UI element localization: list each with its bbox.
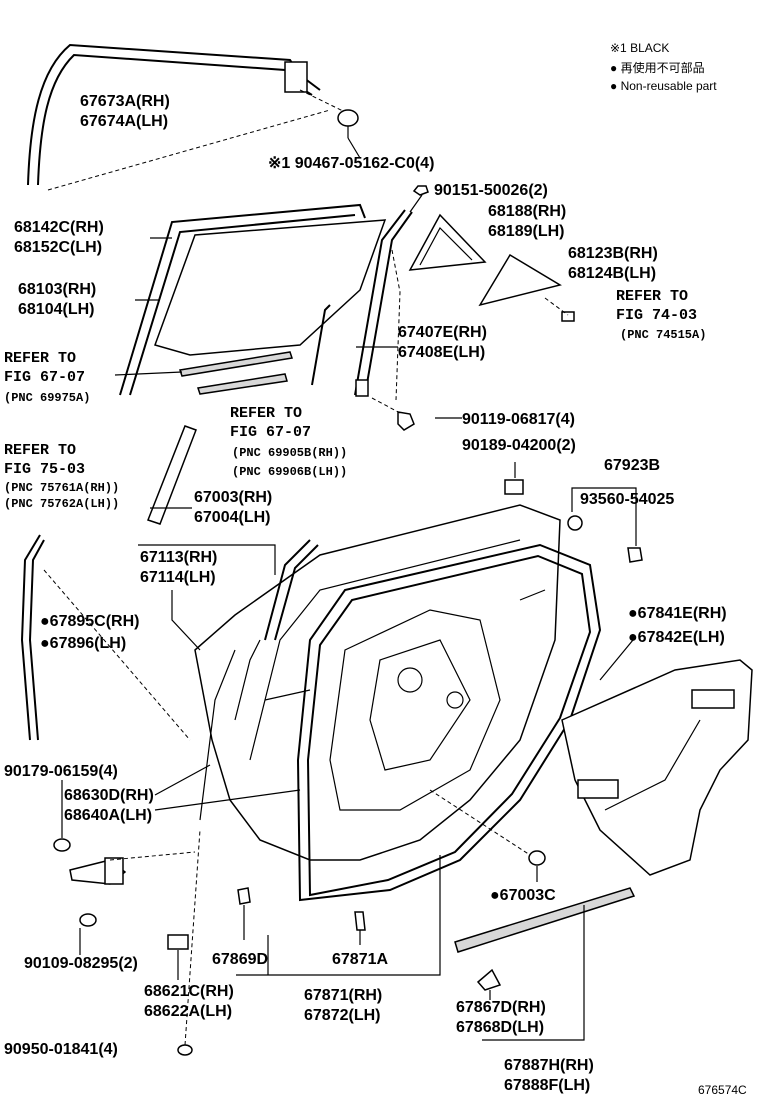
part-67869D: 67869D bbox=[212, 951, 269, 968]
hole-plug bbox=[504, 462, 524, 495]
part-67923B: 67923B bbox=[604, 457, 661, 474]
part-67003: 67003(RH) bbox=[194, 489, 273, 506]
door-edge-weatherstrip bbox=[20, 534, 191, 741]
part-68630D: 68630D(RH) bbox=[64, 787, 154, 804]
division-bar bbox=[311, 304, 331, 386]
part-67896: ●67896(LH) bbox=[40, 635, 127, 652]
part-68124B: 68124B(LH) bbox=[568, 265, 657, 282]
door-opening-weatherstrip bbox=[296, 543, 602, 902]
part-67673A: 67673A(RH) bbox=[80, 93, 170, 110]
refer-fig67a-pnc: (PNC 69975A) bbox=[4, 391, 91, 405]
part-93560: 93560-54025 bbox=[580, 491, 675, 508]
figure-code: 676574C bbox=[698, 1083, 747, 1097]
belt-moulding bbox=[114, 351, 293, 395]
refer-fig75-pnc-rh: (PNC 75761A(RH)) bbox=[4, 481, 120, 495]
quarter-glass bbox=[478, 253, 575, 322]
part-68123B: 68123B(RH) bbox=[568, 245, 658, 262]
bolt-90109 bbox=[79, 913, 97, 955]
part-67003C: ●67003C bbox=[490, 887, 556, 904]
plug-90950 bbox=[177, 829, 201, 1056]
refer-fig74-pnc: (PNC 74515A) bbox=[620, 328, 707, 342]
part-67114: 67114(LH) bbox=[140, 569, 216, 586]
part-67841E: ●67841E(RH) bbox=[628, 605, 727, 622]
refer-fig67b-pnc-lh: (PNC 69906B(LH)) bbox=[232, 465, 348, 479]
lower-door-moulding bbox=[454, 887, 636, 1000]
refer-fig74-line1: REFER TO bbox=[616, 288, 689, 305]
part-90151: 90151-50026(2) bbox=[434, 182, 548, 199]
part-68640A: 68640A(LH) bbox=[64, 807, 153, 824]
screw-90151 bbox=[409, 185, 429, 213]
part-68152C: 68152C(LH) bbox=[14, 239, 103, 256]
part-90119: 90119-06817(4) bbox=[462, 411, 575, 428]
part-67895C: ●67895C(RH) bbox=[40, 613, 140, 630]
refer-fig67b-line2: FIG 67-07 bbox=[230, 424, 312, 441]
part-68103: 68103(RH) bbox=[18, 281, 97, 298]
glass-run bbox=[264, 539, 319, 641]
part-67674A: 67674A(LH) bbox=[80, 113, 169, 130]
part-68188: 68188(RH) bbox=[488, 203, 567, 220]
part-67887H: 67887H(RH) bbox=[504, 1057, 594, 1074]
part-67871: 67871(RH) bbox=[304, 987, 383, 1004]
part-90189: 90189-04200(2) bbox=[462, 437, 576, 454]
part-67888F: 67888F(LH) bbox=[504, 1077, 591, 1094]
retainer-93560 bbox=[567, 487, 643, 563]
plug-67003C bbox=[429, 789, 546, 882]
part-90950: 90950-01841(4) bbox=[4, 1041, 118, 1058]
screw-90179 bbox=[53, 780, 71, 852]
part-68621C: 68621C(RH) bbox=[144, 983, 234, 1000]
part-68189: 68189(LH) bbox=[488, 223, 565, 240]
part-67872: 67872(LH) bbox=[304, 1007, 381, 1024]
refer-fig67a-line1: REFER TO bbox=[4, 350, 77, 367]
refer-fig74-line2: FIG 74-03 bbox=[616, 307, 698, 324]
part-67842E: ●67842E(LH) bbox=[628, 629, 725, 646]
part-90179: 90179-06159(4) bbox=[4, 763, 118, 780]
part-68622A: 68622A(LH) bbox=[144, 1003, 233, 1020]
window-frame-68142C bbox=[119, 203, 366, 396]
refer-fig75-line1: REFER TO bbox=[4, 442, 77, 459]
refer-fig67b-pnc-rh: (PNC 69905B(RH)) bbox=[232, 446, 348, 460]
leader-lines bbox=[135, 237, 585, 1041]
legend-non-reusable-jp: ● 再使用不可部品 bbox=[610, 61, 705, 75]
door-check bbox=[69, 851, 196, 885]
legend-black-note: ※1 BLACK bbox=[610, 41, 670, 55]
door-panel bbox=[194, 504, 561, 861]
refer-fig75-line2: FIG 75-03 bbox=[4, 461, 86, 478]
legend-non-reusable-en: ● Non-reusable part bbox=[610, 79, 717, 93]
quarter-window-frame bbox=[408, 213, 487, 271]
clip-67871A bbox=[354, 911, 366, 945]
part-67868D: 67868D(LH) bbox=[456, 1019, 545, 1036]
part-67004: 67004(LH) bbox=[194, 509, 271, 526]
refer-fig67b-line1: REFER TO bbox=[230, 405, 303, 422]
clip-90467 bbox=[337, 109, 361, 159]
part-67408E: 67408E(LH) bbox=[398, 344, 486, 361]
part-67867D: 67867D(RH) bbox=[456, 999, 546, 1016]
upper-frame-moulding bbox=[27, 43, 346, 191]
part-67871A: 67871A bbox=[332, 951, 389, 968]
clip-67869D bbox=[237, 887, 251, 940]
rear-run-channel bbox=[354, 209, 413, 401]
part-90109: 90109-08295(2) bbox=[24, 955, 138, 972]
door-glass bbox=[154, 219, 387, 356]
pillar-garnish bbox=[147, 425, 197, 525]
part-67113: 67113(RH) bbox=[140, 549, 218, 566]
part-90467: ※1 90467-05162-C0(4) bbox=[268, 155, 435, 172]
bracket-68621C bbox=[167, 934, 189, 980]
part-68142C: 68142C(RH) bbox=[14, 219, 104, 236]
refer-fig75-pnc-lh: (PNC 75762A(LH)) bbox=[4, 497, 120, 511]
service-hole-cover bbox=[561, 639, 753, 876]
screw-90119 bbox=[371, 397, 415, 431]
part-67407E: 67407E(RH) bbox=[398, 324, 487, 341]
part-68104: 68104(LH) bbox=[18, 301, 95, 318]
refer-fig67a-line2: FIG 67-07 bbox=[4, 369, 86, 386]
